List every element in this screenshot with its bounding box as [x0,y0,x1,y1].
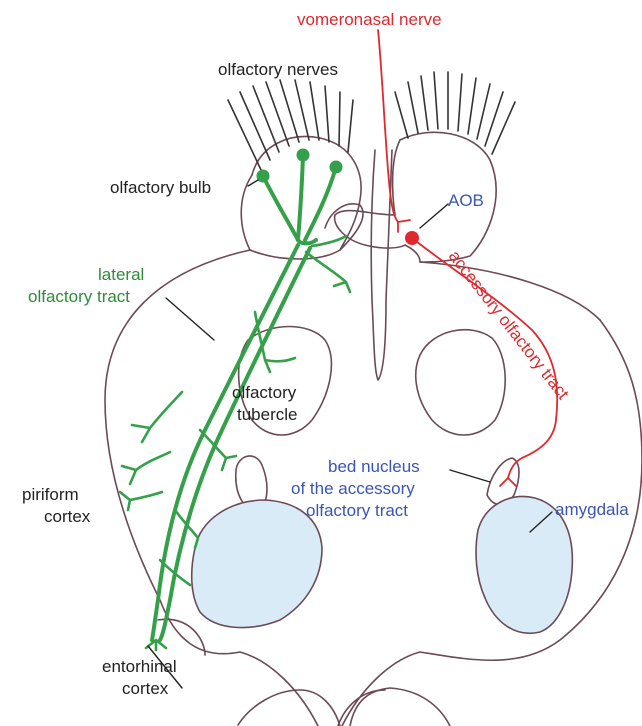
label-vomeronasal-nerve: vomeronasal nerve [297,10,442,29]
label-bed-nucleus-3: olfactory tract [306,501,408,520]
label-accessory-olfactory-tract: accessory olfactory tract [445,247,573,403]
amygdala-left [192,500,322,628]
label-lateral-olfactory-tract-2: olfactory tract [28,287,130,306]
right-olfactory-nerves [395,72,515,154]
label-olfactory-tubercle-1: olfactory [232,383,297,402]
label-bed-nucleus-1: bed nucleus [328,457,420,476]
label-olfactory-nerves: olfactory nerves [218,60,338,79]
label-amygdala: amygdala [555,500,629,519]
label-aob: AOB [448,191,484,210]
label-bed-nucleus-2: of the accessory [291,479,415,498]
left-olfactory-nerves [228,80,353,172]
label-lateral-olfactory-tract-1: lateral [98,265,144,284]
brain-outline [105,175,642,726]
label-entorhinal-cortex-1: entorhinal [102,657,177,676]
label-olfactory-bulb: olfactory bulb [110,178,211,197]
label-piriform-cortex-1: piriform [22,485,79,504]
label-entorhinal-cortex-2: cortex [122,679,169,698]
label-piriform-cortex-2: cortex [44,507,91,526]
label-olfactory-tubercle-2: tubercle [237,405,297,424]
